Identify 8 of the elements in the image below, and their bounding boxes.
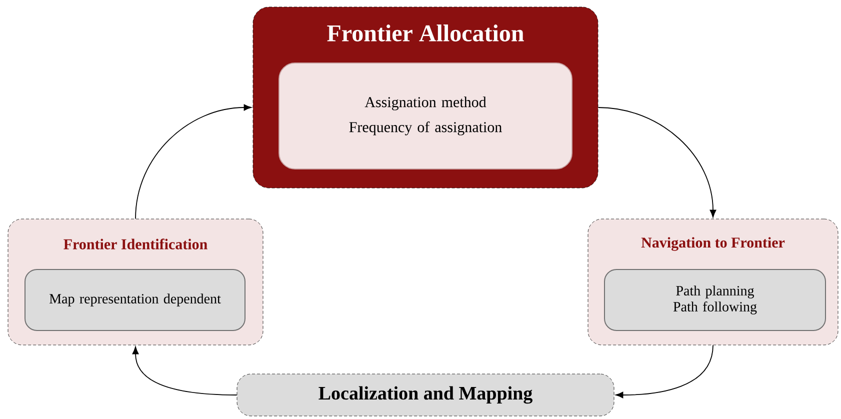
arrow: [132, 346, 238, 396]
arrow: [135, 104, 252, 220]
process-box: Localization and Mapping: [236, 374, 614, 416]
arrow: [616, 344, 714, 398]
content-box: Assignation method Frequency of assignation: [278, 62, 572, 170]
content-box: Map representation dependent: [24, 269, 246, 331]
arrow: [598, 107, 716, 218]
content-box: Path planning Path following: [604, 269, 826, 331]
